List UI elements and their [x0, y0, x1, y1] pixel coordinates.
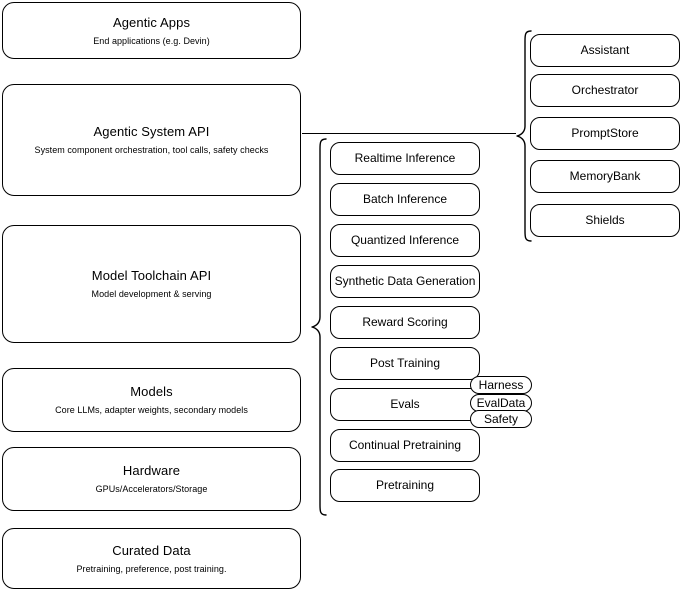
- layer-title: Agentic Apps: [112, 14, 191, 30]
- chip-label: Batch Inference: [362, 192, 448, 206]
- chip-label: Evals: [390, 397, 420, 411]
- pill-label: Harness: [478, 378, 524, 392]
- chip-label: Pretraining: [375, 478, 435, 492]
- pill-label: Safety: [483, 412, 519, 426]
- chip-batch-inference[interactable]: Batch Inference: [330, 183, 480, 216]
- layer-subtitle: GPUs/Accelerators/Storage: [95, 484, 208, 494]
- layer-subtitle: End applications (e.g. Devin): [93, 35, 210, 46]
- chip-label: Assistant: [580, 43, 630, 57]
- chip-quantized-inference[interactable]: Quantized Inference: [330, 224, 480, 257]
- chip-label: Shields: [585, 213, 625, 227]
- chip-memorybank[interactable]: MemoryBank: [530, 160, 680, 193]
- chip-post-training[interactable]: Post Training: [330, 347, 480, 380]
- chip-promptstore[interactable]: PromptStore: [530, 117, 680, 150]
- layer-models[interactable]: Models Core LLMs, adapter weights, secon…: [2, 368, 301, 432]
- chip-label: PromptStore: [571, 126, 639, 140]
- brace-model-toolchain: [311, 138, 327, 516]
- pill-safety[interactable]: Safety: [470, 410, 532, 428]
- pill-harness[interactable]: Harness: [470, 376, 532, 394]
- layer-model-toolchain-api[interactable]: Model Toolchain API Model development & …: [2, 225, 301, 343]
- layer-title: Hardware: [122, 463, 181, 478]
- chip-label: Realtime Inference: [354, 151, 456, 165]
- chip-label: Quantized Inference: [350, 233, 460, 247]
- layer-title: Models: [130, 384, 173, 399]
- pill-label: EvalData: [476, 396, 526, 410]
- layer-agentic-system-api[interactable]: Agentic System API System component orch…: [2, 84, 301, 196]
- chip-label: Reward Scoring: [362, 315, 448, 329]
- layer-subtitle: Model development & serving: [91, 289, 212, 299]
- layer-subtitle: System component orchestration, tool cal…: [34, 145, 269, 155]
- layer-subtitle: Pretraining, preference, post training.: [76, 563, 227, 574]
- chip-reward-scoring[interactable]: Reward Scoring: [330, 306, 480, 339]
- layer-title: Model Toolchain API: [91, 268, 212, 283]
- layer-subtitle: Core LLMs, adapter weights, secondary mo…: [55, 405, 248, 415]
- chip-synthetic-data-generation[interactable]: Synthetic Data Generation: [330, 265, 480, 298]
- layer-curated-data[interactable]: Curated Data Pretraining, preference, po…: [2, 528, 301, 589]
- chip-label: Orchestrator: [571, 83, 639, 97]
- brace-agentic-system-components: [516, 30, 532, 242]
- chip-orchestrator[interactable]: Orchestrator: [530, 74, 680, 107]
- connector-system-api-to-components: [302, 133, 516, 134]
- chip-label: Synthetic Data Generation: [334, 274, 476, 288]
- layer-agentic-apps[interactable]: Agentic Apps End applications (e.g. Devi…: [2, 2, 301, 59]
- layer-title: Agentic System API: [93, 124, 210, 139]
- chip-label: Post Training: [369, 356, 441, 370]
- chip-pretraining[interactable]: Pretraining: [330, 469, 480, 502]
- chip-label: Continual Pretraining: [348, 438, 462, 452]
- chip-continual-pretraining[interactable]: Continual Pretraining: [330, 429, 480, 462]
- chip-realtime-inference[interactable]: Realtime Inference: [330, 142, 480, 175]
- layer-hardware[interactable]: Hardware GPUs/Accelerators/Storage: [2, 447, 301, 511]
- chip-evals[interactable]: Evals: [330, 388, 480, 421]
- layer-title: Curated Data: [112, 542, 191, 558]
- chip-assistant[interactable]: Assistant: [530, 34, 680, 67]
- chip-shields[interactable]: Shields: [530, 204, 680, 237]
- chip-label: MemoryBank: [569, 169, 641, 183]
